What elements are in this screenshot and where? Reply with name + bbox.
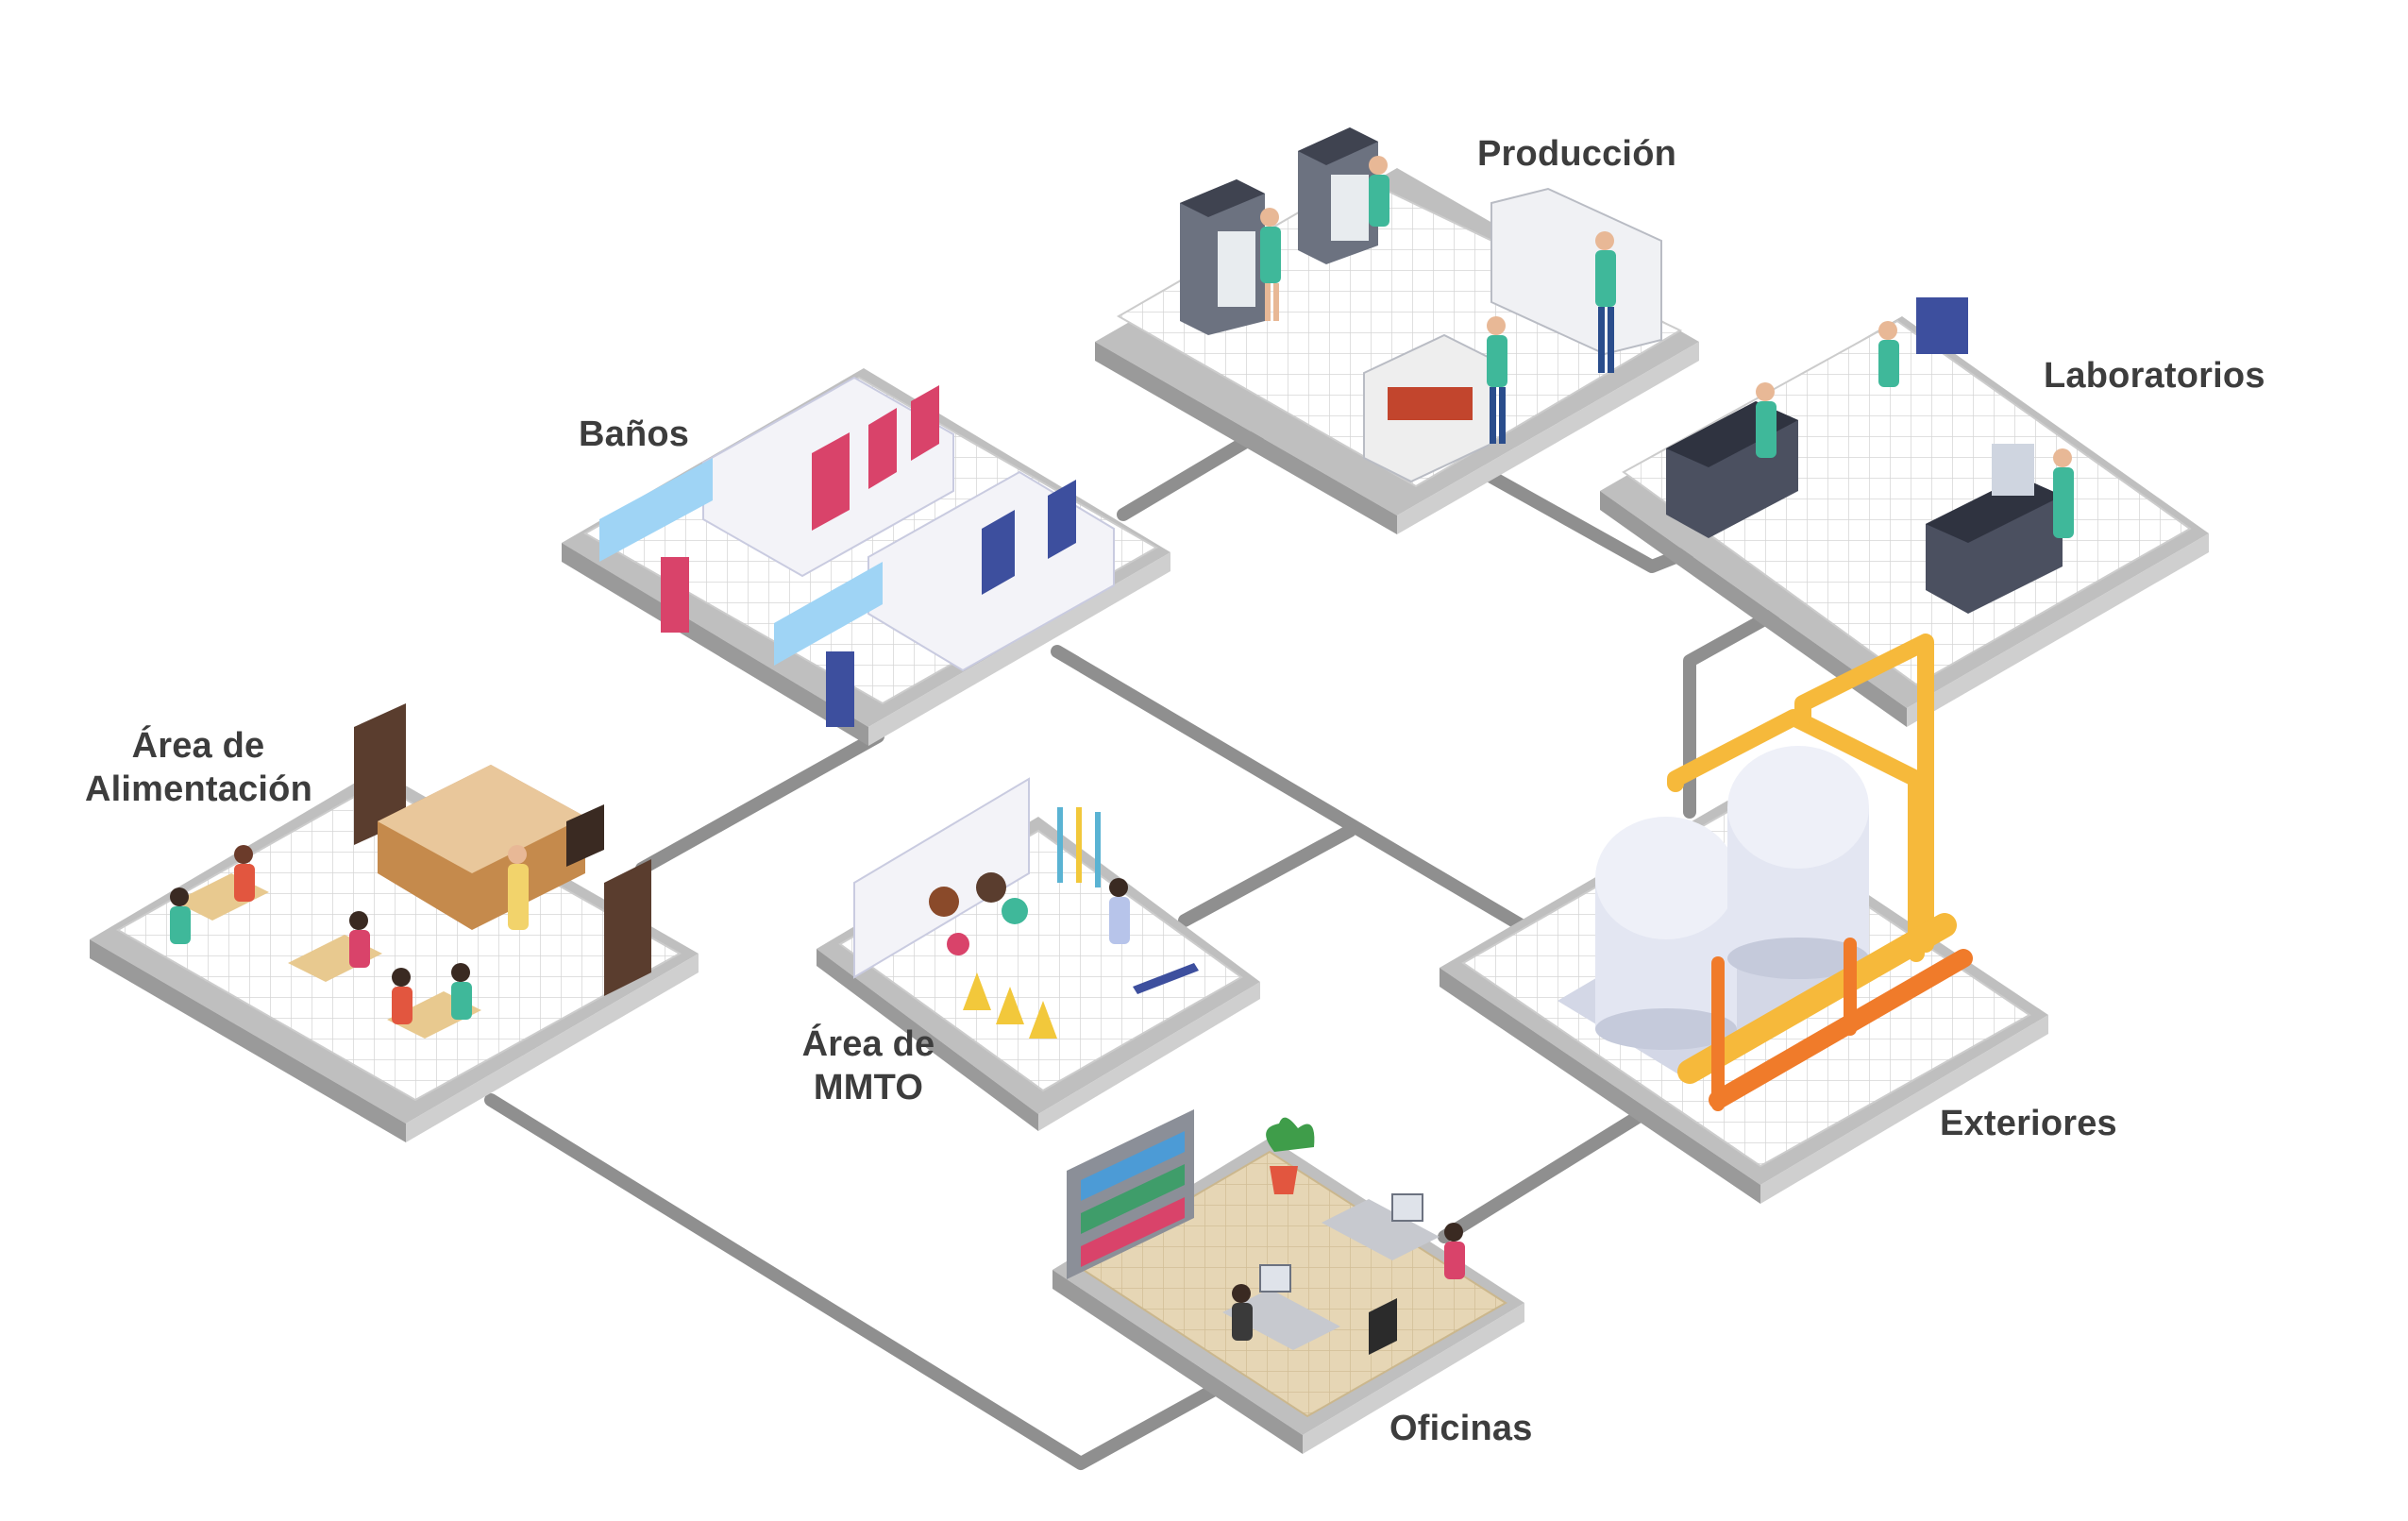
mop-icon: [929, 807, 1101, 955]
zone-produccion: [1095, 127, 1699, 534]
label-laboratorios: Laboratorios: [2044, 356, 2265, 396]
machine-icon: [1180, 127, 1662, 483]
zone-alimentacion: [90, 703, 699, 1142]
sink-icon: [599, 458, 883, 666]
desk-icon: [1222, 1199, 1440, 1355]
label-banos: Baños: [579, 414, 690, 454]
male-sign-icon: [826, 651, 854, 727]
wet-floor-sign-icon: [963, 972, 1057, 1039]
label-oficinas: Oficinas: [1389, 1409, 1533, 1448]
label-alimentacion-line2: Alimentación: [85, 769, 312, 809]
worker-icon: [1109, 878, 1199, 994]
label-mmto-line2: MMTO: [813, 1068, 924, 1107]
label-mmto: Área de MMTO: [793, 1022, 944, 1109]
plant-icon: [1266, 1117, 1315, 1194]
worker-icon: [1232, 1223, 1465, 1341]
connector-oficinas-exteriores: [1438, 1107, 1649, 1243]
food-counter-icon: [354, 703, 651, 996]
toilet-stall-icon: [702, 376, 1115, 672]
worker-icon: [1260, 156, 1616, 444]
bookshelf-icon: [1067, 1109, 1194, 1279]
connector-laboratorios-exteriores: [1683, 607, 1781, 819]
zone-banos: [562, 368, 1170, 746]
connector-alimentacion-banos: [635, 730, 884, 875]
tank-icon: [1558, 746, 1869, 1081]
label-exteriores: Exteriores: [1940, 1104, 2117, 1143]
zone-mmto: [817, 777, 1260, 1131]
zone-exteriores: [1440, 634, 2048, 1204]
pipe-icon: [1667, 634, 1973, 1111]
label-alimentacion-line1: Área de: [131, 726, 265, 766]
label-mmto-line1: Área de: [801, 1024, 935, 1064]
connectors: [484, 418, 1781, 1470]
female-sign-icon: [661, 557, 689, 633]
zone-oficinas: [1052, 1109, 1524, 1454]
label-produccion: Producción: [1477, 134, 1677, 174]
connector-mmto-line: [1178, 824, 1356, 927]
connector-banos-exteriores: [1051, 645, 1536, 937]
worker-icon: [170, 845, 529, 1024]
worker-icon: [1756, 321, 2074, 538]
zone-laboratorios: [1600, 297, 2209, 727]
connector-alimentacion-oficinas: [484, 1093, 1224, 1470]
label-alimentacion: Área de Alimentación: [85, 724, 312, 811]
computer-icon: [1259, 1193, 1423, 1293]
